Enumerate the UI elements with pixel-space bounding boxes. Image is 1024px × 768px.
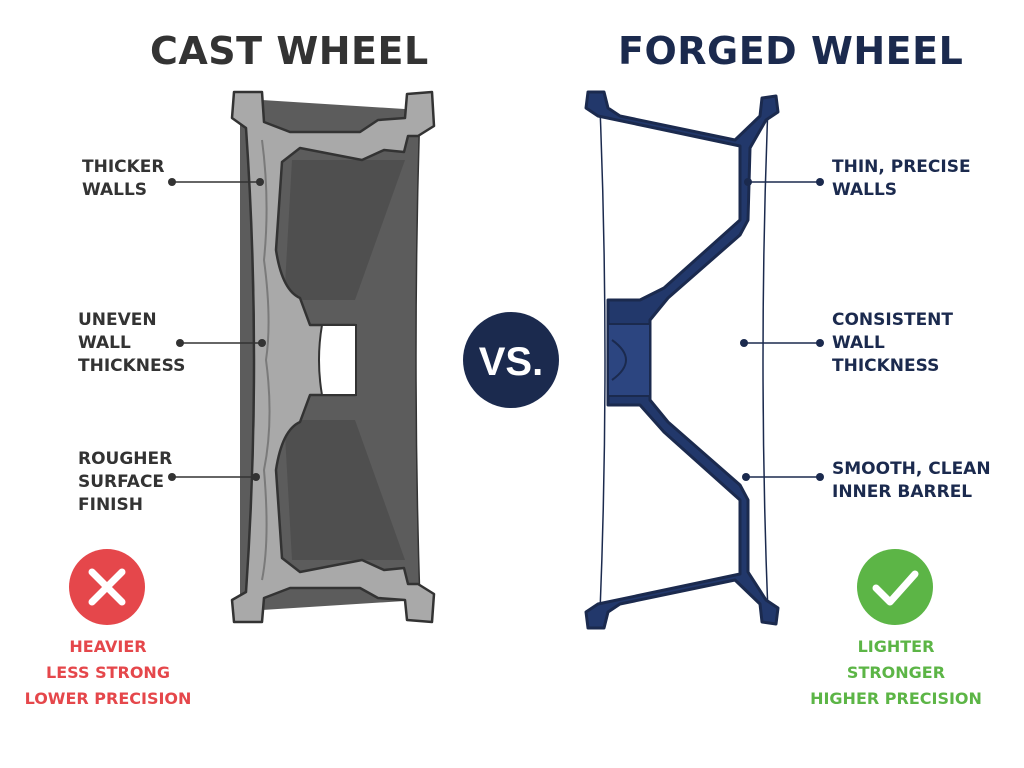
callout-line: SMOOTH, CLEAN	[832, 459, 991, 479]
forged-outer-barrel	[599, 107, 606, 613]
cast-callout-leaders	[168, 178, 266, 481]
callout-line: THICKER	[82, 157, 165, 177]
callout-line: CONSISTENT	[832, 310, 954, 330]
outcome-line: HIGHER PRECISION	[810, 689, 982, 708]
cast-outcome-text: HEAVIER LESS STRONG LOWER PRECISION	[8, 634, 208, 712]
cast-callout-uneven-wall: UNEVEN WALL THICKNESS	[78, 309, 185, 378]
callout-line: SURFACE	[78, 472, 165, 492]
callout-line: WALLS	[82, 180, 148, 200]
forged-wheel-title: FORGED WHEEL	[618, 29, 964, 73]
forged-leader-1	[744, 178, 824, 186]
cast-wheel-cross-section	[230, 90, 436, 624]
outcome-line: HEAVIER	[69, 637, 147, 656]
forged-callout-thin-walls: THIN, PRECISE WALLS	[832, 156, 971, 202]
outcome-line: LESS STRONG	[46, 663, 170, 682]
forged-leader-2	[740, 339, 824, 347]
callout-line: THIN, PRECISE	[832, 157, 971, 177]
callout-line: WALLS	[832, 180, 898, 200]
callout-line: THICKNESS	[832, 356, 940, 376]
cast-leader-2	[176, 339, 266, 347]
cast-callout-thicker-walls: THICKER WALLS	[82, 156, 165, 202]
cast-wheel-title: CAST WHEEL	[150, 29, 429, 73]
forged-callout-leaders	[740, 178, 824, 481]
vs-badge: VS.	[463, 312, 559, 408]
cast-callout-rougher-surface: ROUGHER SURFACE FINISH	[78, 448, 172, 517]
check-icon	[857, 549, 933, 625]
forged-leader-3	[742, 473, 824, 481]
forged-hub	[607, 323, 651, 397]
callout-line: ROUGHER	[78, 449, 173, 469]
callout-line: FINISH	[78, 495, 143, 515]
forged-callout-smooth-barrel: SMOOTH, CLEAN INNER BARREL	[832, 458, 991, 504]
outcome-line: STRONGER	[846, 663, 946, 682]
callout-line: THICKNESS	[78, 356, 186, 376]
forged-callout-consistent-wall: CONSISTENT WALL THICKNESS	[832, 309, 953, 378]
callout-line: WALL	[78, 333, 131, 353]
forged-wheel-cross-section	[584, 90, 780, 630]
x-icon	[69, 549, 145, 625]
forged-outcome-text: LIGHTER STRONGER HIGHER PRECISION	[796, 634, 996, 712]
callout-line: INNER BARREL	[832, 482, 973, 502]
outcome-line: LOWER PRECISION	[24, 689, 192, 708]
cast-leader-1	[168, 178, 264, 186]
vs-badge-text: VS.	[479, 340, 543, 384]
callout-line: UNEVEN	[78, 310, 157, 330]
outcome-line: LIGHTER	[857, 637, 935, 656]
cast-leader-3	[168, 473, 260, 481]
callout-line: WALL	[832, 333, 885, 353]
